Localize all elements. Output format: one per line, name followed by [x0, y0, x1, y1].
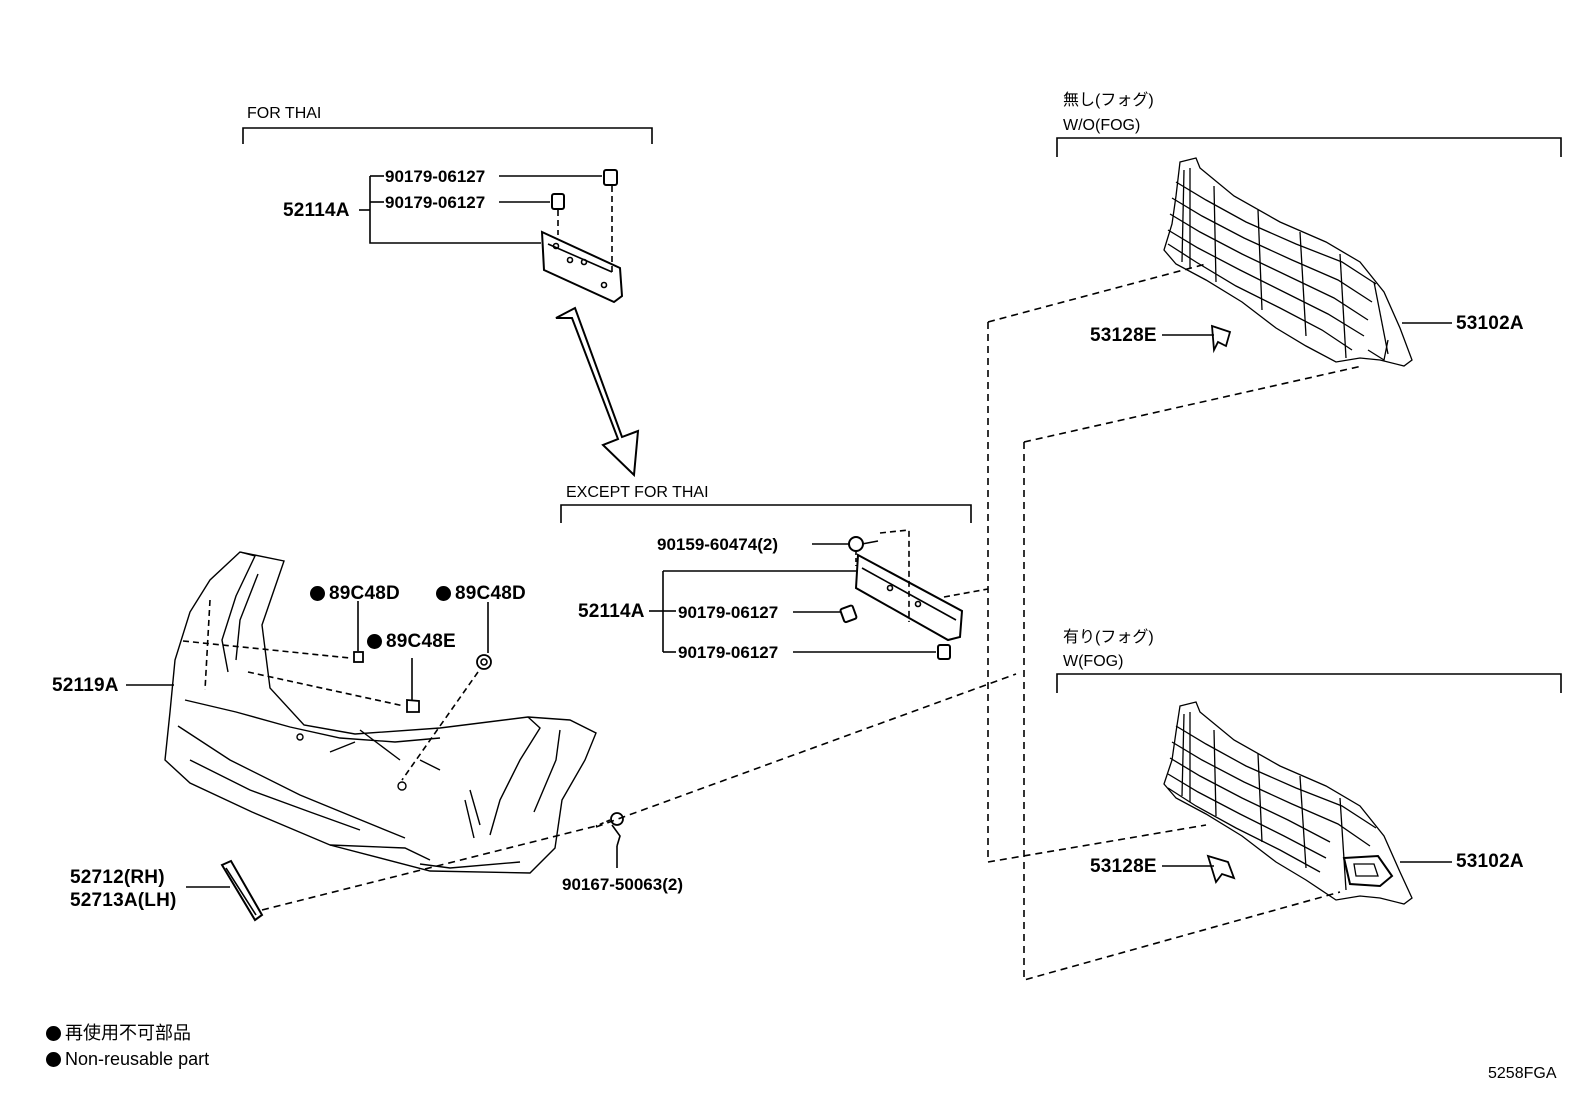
legend-jp-text: 再使用不可部品	[65, 1023, 191, 1043]
non-reusable-dot-icon	[367, 634, 382, 649]
part-52713A-lh[interactable]: 52713A(LH)	[70, 890, 177, 911]
section-w-fog-jp: 有り(フォグ)	[1063, 629, 1154, 646]
legend-en-text: Non-reusable part	[65, 1049, 210, 1069]
clip-53128E-top	[1210, 324, 1232, 354]
grille-wo-fog	[1163, 157, 1413, 367]
non-reusable-dot-icon	[310, 586, 325, 601]
legend-en: Non-reusable part	[46, 1050, 209, 1068]
part-53102A-bot[interactable]: 53102A	[1456, 851, 1524, 872]
bracket-except-for-thai	[560, 504, 972, 523]
part-90179-06127-c[interactable]: 90179-06127	[678, 603, 779, 622]
clip-53128E-bot	[1206, 854, 1236, 884]
section-w-fog: W(FOG)	[1063, 653, 1124, 670]
part-90179-06127-b[interactable]: 90179-06127	[385, 193, 486, 212]
part-label: 89C48D	[455, 583, 526, 604]
part-90179-06127-a[interactable]: 90179-06127	[385, 167, 486, 186]
screw-90167	[595, 812, 624, 868]
part-89C48D-b[interactable]: 89C48D	[436, 584, 526, 603]
part-53102A-top[interactable]: 53102A	[1456, 313, 1524, 334]
non-reusable-dot-icon	[46, 1052, 61, 1067]
arrow-icon	[555, 306, 640, 478]
part-53128E-bot[interactable]: 53128E	[1090, 856, 1157, 877]
non-reusable-dot-icon	[46, 1026, 61, 1041]
legend-jp: 再使用不可部品	[46, 1024, 191, 1042]
bracket-for-thai	[242, 127, 653, 144]
part-53128E-top[interactable]: 53128E	[1090, 325, 1157, 346]
part-52712-rh[interactable]: 52712(RH)	[70, 867, 165, 888]
section-for-thai: FOR THAI	[247, 105, 322, 122]
bracket-wo-fog	[1056, 137, 1562, 157]
section-wo-fog: W/O(FOG)	[1063, 117, 1141, 134]
middle-bracket-assembly	[649, 529, 989, 660]
top-bracket-assembly	[359, 169, 624, 304]
part-label: 89C48D	[329, 583, 400, 604]
bracket-w-fog	[1056, 673, 1562, 693]
side-reflector	[186, 859, 264, 922]
part-52114A-top[interactable]: 52114A	[283, 200, 350, 221]
bumper-fastener-leaders	[182, 599, 492, 781]
part-52119A[interactable]: 52119A	[52, 675, 119, 696]
grille-w-fog	[1163, 701, 1413, 905]
part-label: 89C48E	[386, 631, 456, 652]
part-90167-50063[interactable]: 90167-50063(2)	[562, 875, 683, 894]
part-90179-06127-d[interactable]: 90179-06127	[678, 643, 779, 662]
section-except-for-thai: EXCEPT FOR THAI	[566, 484, 709, 501]
non-reusable-dot-icon	[436, 586, 451, 601]
part-89C48D-a[interactable]: 89C48D	[310, 584, 400, 603]
part-89C48E[interactable]: 89C48E	[367, 632, 456, 651]
section-wo-fog-jp: 無し(フォグ)	[1063, 92, 1154, 109]
part-52114A-mid[interactable]: 52114A	[578, 601, 645, 622]
dashed-connectors	[261, 263, 1363, 982]
part-90159-60474[interactable]: 90159-60474(2)	[657, 535, 778, 554]
figure-code: 5258FGA	[1488, 1065, 1557, 1082]
